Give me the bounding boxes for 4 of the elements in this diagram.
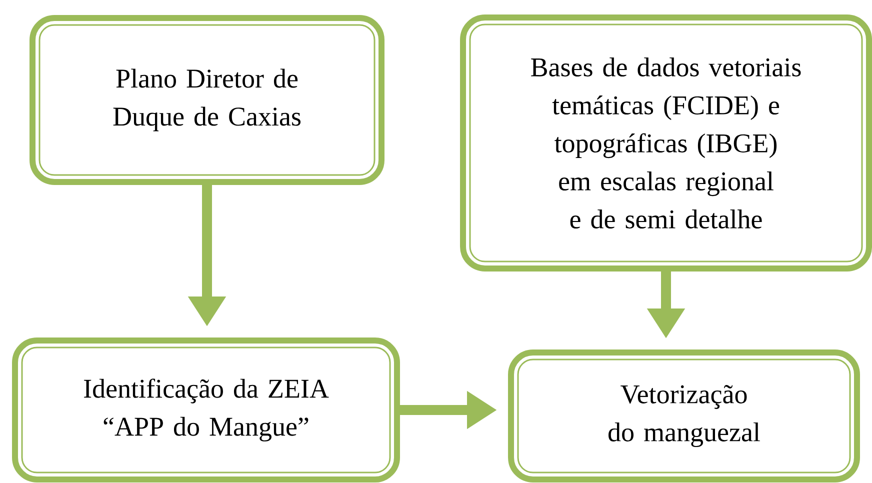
process-box: Plano Diretor de Duque de Caxias <box>30 15 384 185</box>
process-box: Identificação da ZEIA “APP do Mangue” <box>12 338 400 482</box>
process-box: Vetorização do manguezal <box>508 350 860 482</box>
process-box: Bases de dados vetoriais temáticas (FCIDE) e topográficas (IBGE) em escalas regional e de semi detalhe <box>460 14 872 272</box>
